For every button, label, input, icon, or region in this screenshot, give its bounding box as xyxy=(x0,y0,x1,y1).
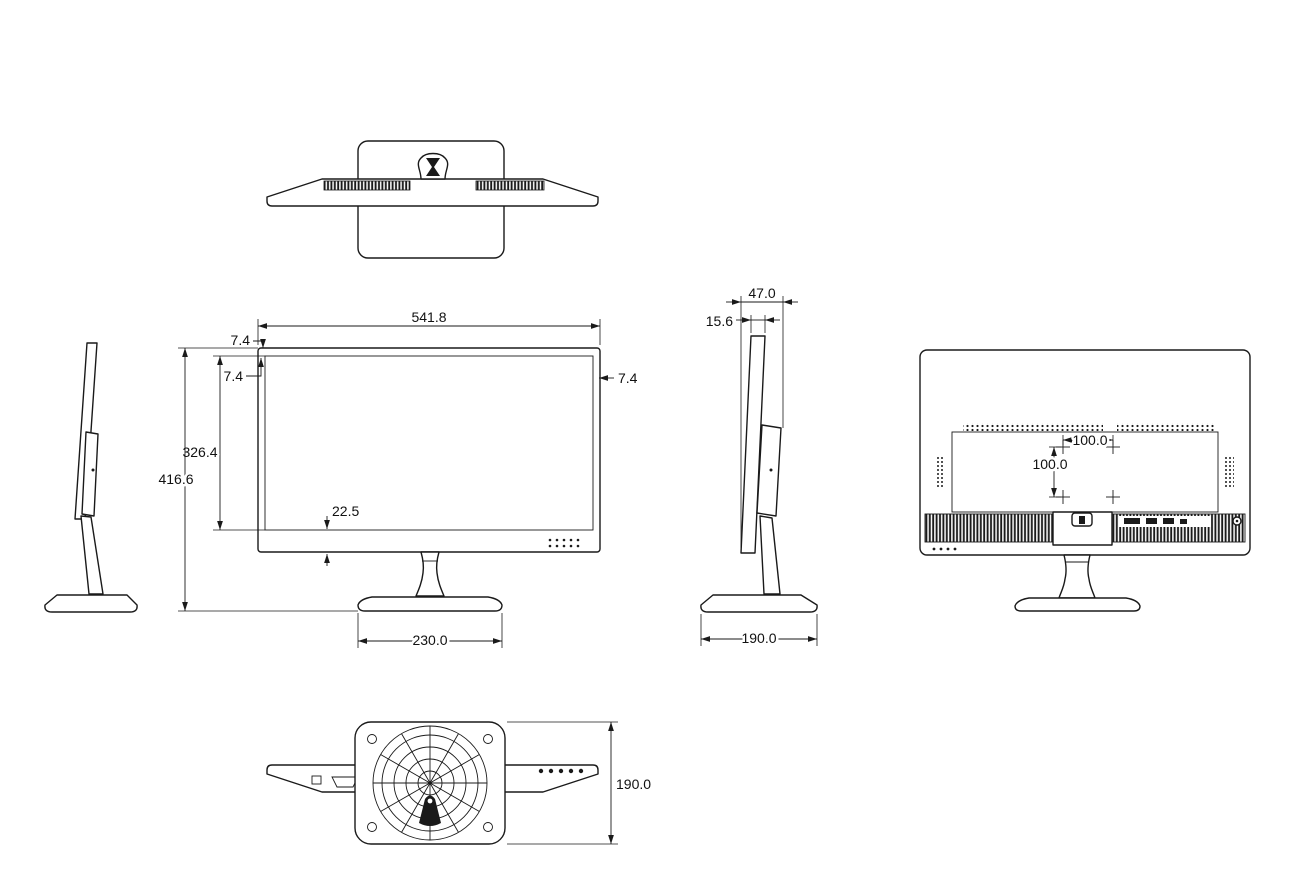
dim-stand-base-depth: 190.0 xyxy=(700,614,818,649)
dim-screen-height: 326.4 xyxy=(180,355,265,531)
audio-port xyxy=(1180,519,1187,524)
right-side-view: 47.0 15.6 190.0 xyxy=(700,283,818,649)
vent-strip-right xyxy=(475,180,545,191)
vga-connector-bottom xyxy=(331,776,359,788)
dim-bezel-left: 7.4 xyxy=(228,330,266,351)
dim-panel-thickness-label: 15.6 xyxy=(706,313,733,329)
back-view: 100.0 100.0 xyxy=(919,349,1251,612)
stand-neck-side xyxy=(759,515,781,595)
left-side-view xyxy=(44,342,138,613)
stand-hinge-top xyxy=(426,158,440,176)
bottom-view: 190.0 xyxy=(266,721,654,845)
dim-stand-base-width: 230.0 xyxy=(357,613,503,651)
dim-base-depth-bottom-label: 190.0 xyxy=(616,776,651,792)
dim-stand-base-width-label: 230.0 xyxy=(412,632,447,648)
dim-vesa-width-label: 100.0 xyxy=(1072,432,1107,448)
dim-screen-height-label: 326.4 xyxy=(182,444,217,460)
dim-bezel-bottom: 22.5 xyxy=(324,501,362,566)
dim-overall-width-label: 541.8 xyxy=(411,309,446,325)
port-row xyxy=(1119,516,1242,527)
monitor-slab-top xyxy=(266,178,599,207)
rear-housing-side xyxy=(81,431,99,517)
stand-base-side xyxy=(44,594,138,613)
neck-mount-screw xyxy=(427,798,433,804)
side-button-dot xyxy=(91,468,95,472)
dim-overall-height-label: 416.6 xyxy=(158,471,193,487)
top-view xyxy=(266,140,599,259)
dim-overall-depth: 47.0 xyxy=(726,283,798,548)
speaker-grille-right xyxy=(1225,457,1234,489)
stand-neck-side xyxy=(80,515,104,595)
dim-bezel-bottom-label: 22.5 xyxy=(332,503,359,519)
dim-bezel-right: 7.4 xyxy=(599,368,640,389)
dim-vesa-width: 100.0 xyxy=(1062,430,1114,451)
stand-base-side xyxy=(700,594,818,613)
stand-neck-back xyxy=(1058,554,1096,599)
monitor-outline-front xyxy=(257,347,601,553)
rear-housing-side xyxy=(756,424,782,517)
dim-bezel-top-label: 7.4 xyxy=(224,368,244,384)
base-screw-holes xyxy=(367,734,493,832)
screen-area xyxy=(264,355,594,531)
base-rib-spokes xyxy=(373,726,487,840)
rear-vent-band-left xyxy=(924,513,1054,543)
dim-vesa-height: 100.0 xyxy=(1030,446,1070,498)
dim-bezel-right-label: 7.4 xyxy=(618,370,638,386)
dim-overall-height: 416.6 xyxy=(156,347,358,612)
stand-neck-mount-bottom xyxy=(419,795,441,826)
screw-dots xyxy=(932,547,957,551)
vent-holes-left xyxy=(963,423,1103,431)
dim-panel-thickness: 15.6 xyxy=(703,311,780,333)
stand-base-back xyxy=(1014,597,1141,612)
dim-overall-width: 541.8 xyxy=(257,307,601,345)
vga-port xyxy=(1146,518,1157,524)
indicator-dots-front xyxy=(548,538,580,548)
hinge-slot xyxy=(1079,516,1085,524)
stand-base-front xyxy=(357,596,503,612)
front-view: 541.8 7.4 7.4 7.4 326.4 416 xyxy=(156,307,640,651)
hdmi-port xyxy=(1124,518,1140,524)
dim-bezel-top: 7.4 xyxy=(221,358,264,387)
control-buttons-bottom xyxy=(538,768,584,774)
dim-bezel-left-label: 7.4 xyxy=(231,332,251,348)
speaker-grille-left xyxy=(936,457,945,489)
vesa-mount-marks xyxy=(1056,440,1120,504)
power-inlet-bottom xyxy=(311,775,322,785)
usb-port xyxy=(1163,518,1174,524)
dim-stand-base-depth-label: 190.0 xyxy=(741,630,776,646)
dim-base-depth-bottom: 190.0 xyxy=(507,721,654,845)
vent-holes-right xyxy=(1117,423,1214,431)
vent-strip-left xyxy=(323,180,411,191)
stand-neck-front xyxy=(415,551,445,597)
panel-side xyxy=(740,335,766,554)
dim-vesa-height-label: 100.0 xyxy=(1032,456,1067,472)
dim-overall-depth-label: 47.0 xyxy=(748,285,775,301)
side-button-dot xyxy=(769,468,773,472)
